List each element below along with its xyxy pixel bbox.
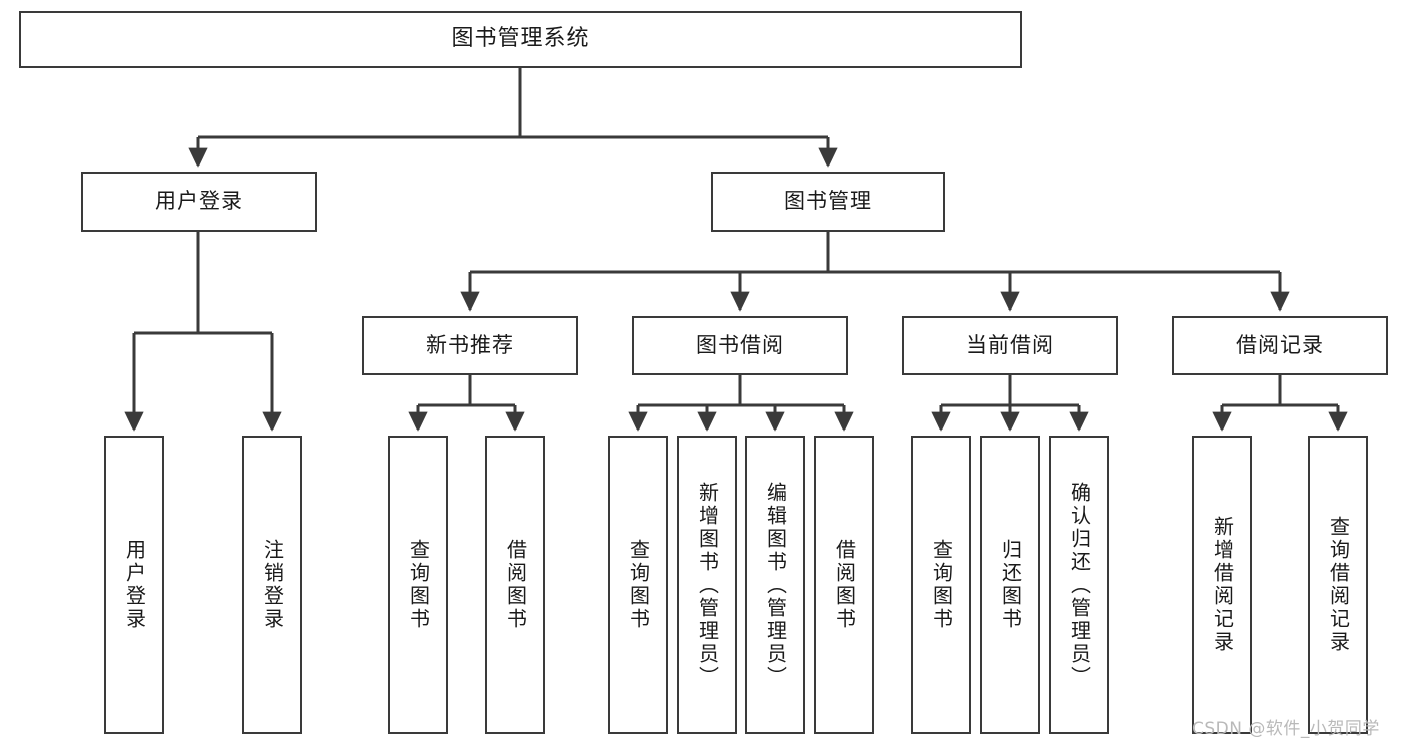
leaf-label: 借阅图书 [503, 539, 528, 631]
leaf-query-book-3[interactable]: 查询图书 [911, 436, 971, 734]
leaf-edit-book[interactable]: 编辑图书（管理员） [745, 436, 805, 734]
node-book-borrow[interactable]: 图书借阅 [632, 316, 848, 375]
node-current-borrow[interactable]: 当前借阅 [902, 316, 1118, 375]
leaf-return-book[interactable]: 归还图书 [980, 436, 1040, 734]
leaf-logout[interactable]: 注销登录 [242, 436, 302, 734]
leaf-label: 查询图书 [929, 539, 954, 631]
leaf-user-login[interactable]: 用户登录 [104, 436, 164, 734]
leaf-label: 查询图书 [626, 539, 651, 631]
leaf-add-book[interactable]: 新增图书（管理员） [677, 436, 737, 734]
leaf-label: 确认归还（管理员） [1067, 481, 1092, 689]
csdn-watermark: CSDN @软件_小贺同学 [1192, 719, 1380, 739]
node-borrow-record[interactable]: 借阅记录 [1172, 316, 1388, 375]
leaf-query-record[interactable]: 查询借阅记录 [1308, 436, 1368, 734]
leaf-add-record[interactable]: 新增借阅记录 [1192, 436, 1252, 734]
leaf-query-book-2[interactable]: 查询图书 [608, 436, 668, 734]
leaf-label: 查询借阅记录 [1326, 516, 1351, 654]
node-user-login[interactable]: 用户登录 [81, 172, 317, 232]
node-new-book-recommend[interactable]: 新书推荐 [362, 316, 578, 375]
leaf-confirm-return[interactable]: 确认归还（管理员） [1049, 436, 1109, 734]
leaf-label: 编辑图书（管理员） [763, 481, 788, 689]
leaf-label: 归还图书 [998, 539, 1023, 631]
leaf-label: 注销登录 [260, 539, 285, 631]
leaf-label: 借阅图书 [832, 539, 857, 631]
leaf-label: 用户登录 [122, 539, 147, 631]
leaf-borrow-book-2[interactable]: 借阅图书 [814, 436, 874, 734]
node-root-system[interactable]: 图书管理系统 [19, 11, 1022, 68]
leaf-query-book-1[interactable]: 查询图书 [388, 436, 448, 734]
leaf-label: 新增借阅记录 [1210, 516, 1235, 654]
node-book-manage[interactable]: 图书管理 [711, 172, 945, 232]
leaf-label: 查询图书 [406, 539, 431, 631]
leaf-borrow-book-1[interactable]: 借阅图书 [485, 436, 545, 734]
leaf-label: 新增图书（管理员） [695, 481, 720, 689]
